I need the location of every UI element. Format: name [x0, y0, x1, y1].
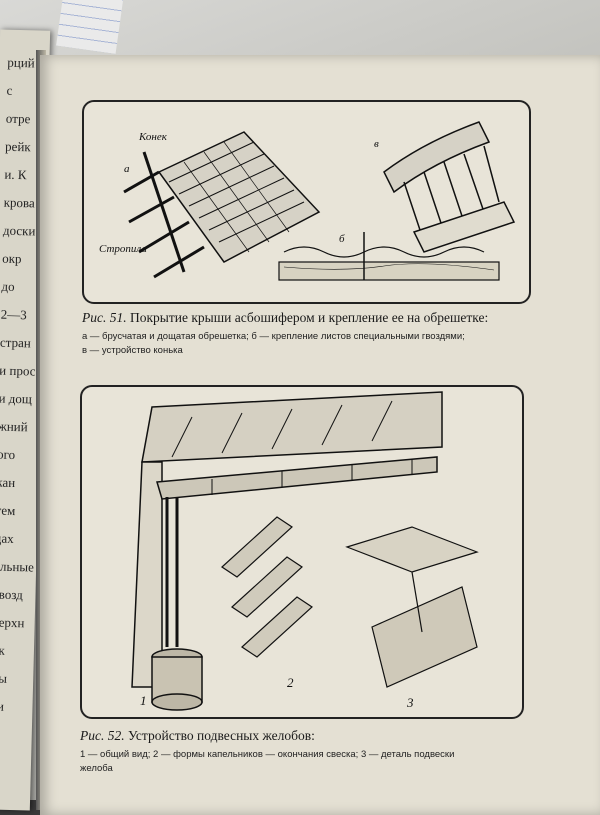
left-page-text-fragment: рций — [7, 54, 35, 71]
left-page-text-fragment: окр — [2, 250, 22, 267]
figure-52-caption-line: 1 — общий вид; 2 — формы капельников — о… — [80, 749, 455, 760]
roof-slate-drawing: а Конек Стропила в б — [99, 121, 516, 281]
left-page-text-fragment: тем — [0, 502, 16, 519]
svg-text:2: 2 — [287, 675, 294, 690]
left-page-text-fragment: ли — [0, 698, 5, 714]
left-page-text-fragment: и. К — [4, 166, 27, 183]
left-page-text-fragment: ого — [0, 446, 16, 463]
svg-text:б: б — [339, 233, 345, 245]
left-page-text-fragment: гвозд — [0, 586, 24, 603]
figure-51-caption-title: Рис. 51. Покрытие крыши асбошифером и кр… — [82, 310, 489, 325]
left-page-text-fragment: жний — [0, 418, 28, 435]
left-page-text-fragment: дах — [0, 530, 14, 547]
left-page-text-fragment: кан — [0, 474, 16, 491]
figure-51-caption-line: а — брусчатая и дощатая обрешетка; б — к… — [82, 331, 465, 342]
svg-text:Конек: Конек — [138, 131, 168, 143]
left-page-text-fragment: до — [1, 278, 15, 294]
left-page-text-fragment: и дощ — [0, 390, 33, 407]
left-page-text-fragment: ны — [0, 670, 8, 686]
sticky-note — [56, 0, 124, 54]
svg-text:3: 3 — [406, 695, 414, 710]
left-page-text-fragment: стран — [0, 334, 32, 351]
figure-52-illustration: 1 2 3 — [80, 385, 524, 719]
left-page-text-fragment: рейк — [4, 138, 31, 155]
svg-text:в: в — [374, 138, 379, 150]
book-page: а Конек Стропила в б Рис. 51. Покрытие к… — [40, 55, 600, 815]
svg-text:Стропила: Стропила — [99, 243, 147, 255]
left-page-text-fragment: крова — [3, 194, 35, 211]
svg-text:1: 1 — [140, 693, 147, 708]
figure-52-caption-line: желоба — [80, 763, 113, 774]
left-page-text-fragment: альные — [0, 558, 35, 575]
left-page-text-fragment: доски — [2, 222, 36, 239]
left-page-text-fragment: верхн — [0, 614, 25, 631]
gutter-drawing: 1 2 3 — [131, 391, 479, 711]
left-page-text-fragment: с — [6, 82, 13, 98]
left-page-text-fragment: ок — [0, 642, 5, 658]
figure-51-illustration: а Конек Стропила в б — [82, 100, 531, 304]
left-page-text-fragment: и прос — [0, 362, 36, 379]
left-page-text-fragment: 2—3 — [0, 306, 27, 323]
figure-52-caption-title: Рис. 52. Устройство подвесных желобов: — [80, 728, 315, 743]
svg-text:а: а — [124, 163, 130, 175]
figure-51-caption-line: в — устройство конька — [82, 345, 183, 356]
left-page-text-fragment: отре — [5, 110, 31, 127]
